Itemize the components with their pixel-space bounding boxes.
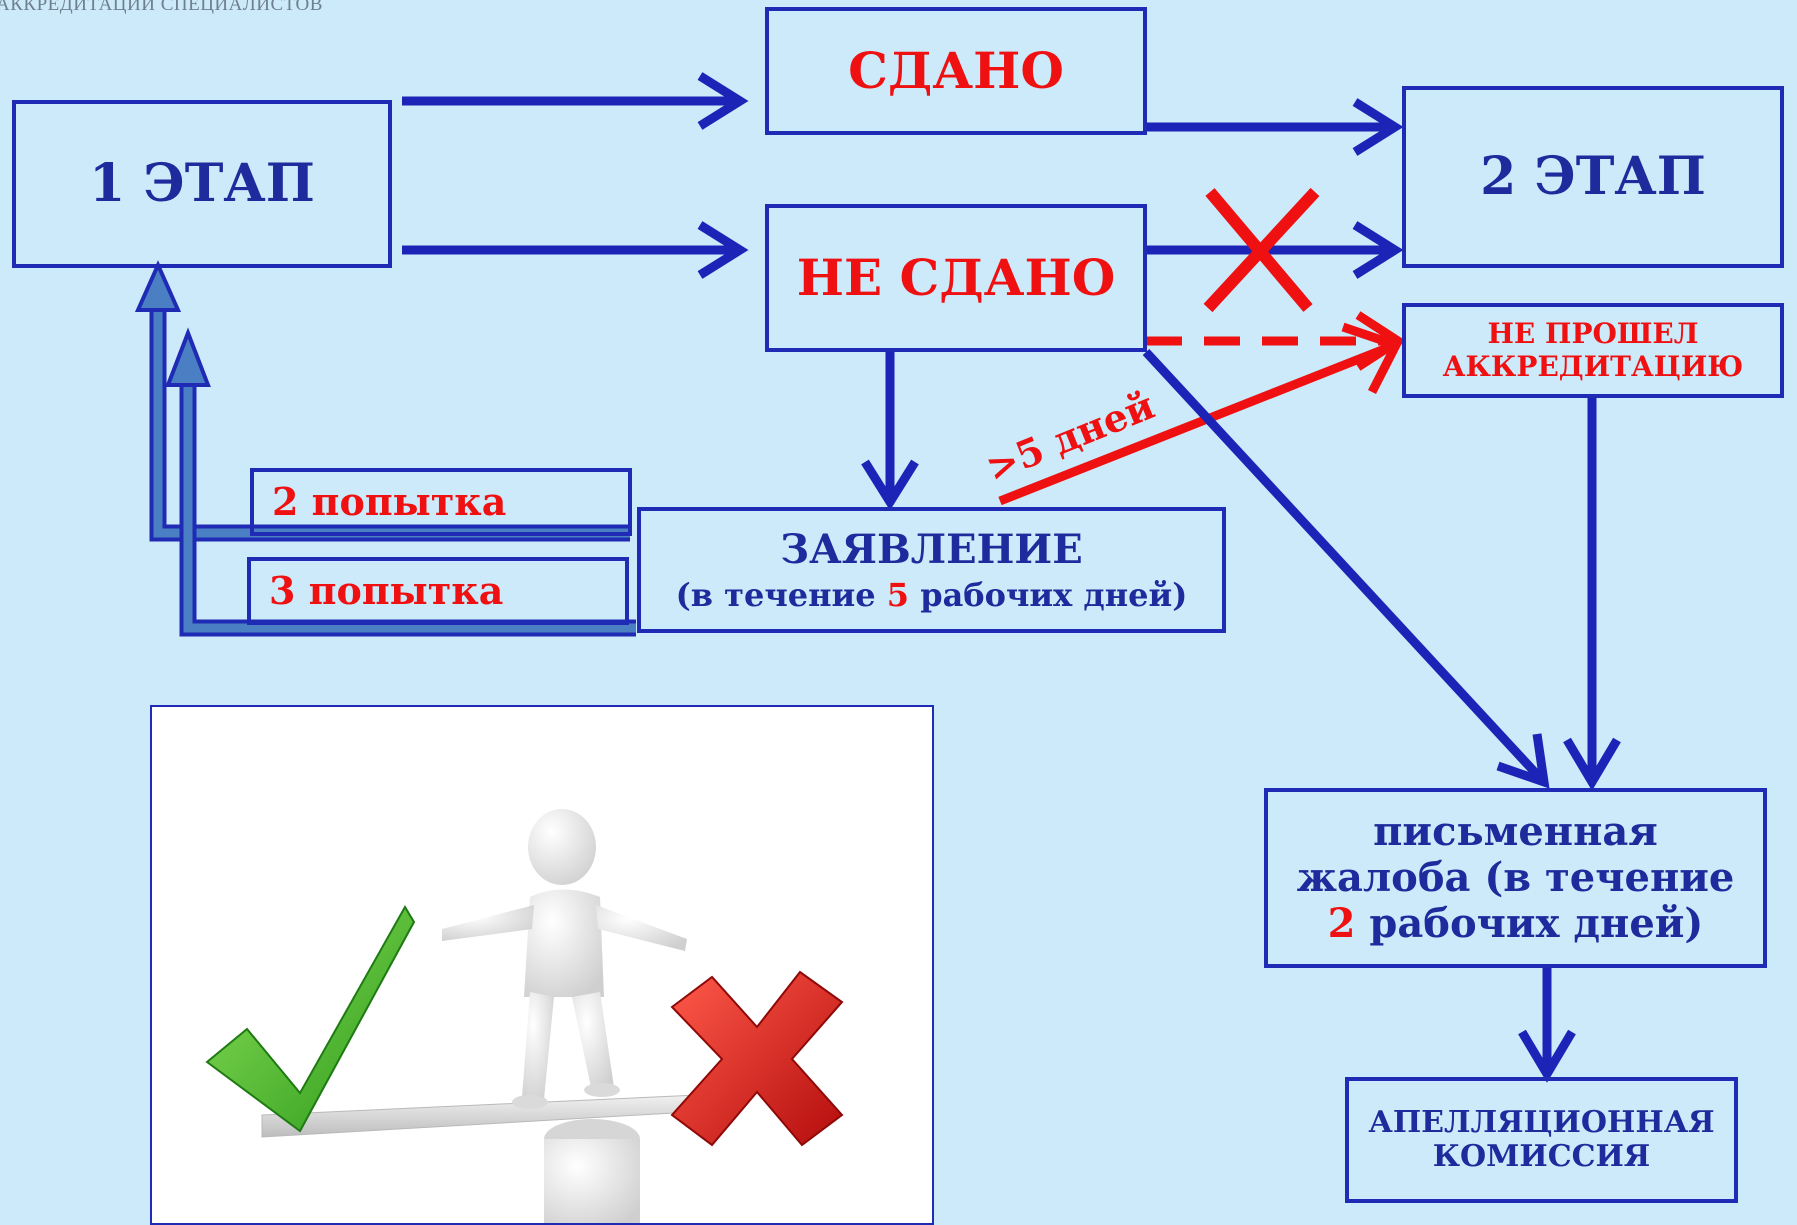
- node-attempt-3: 3 попытка: [247, 557, 629, 625]
- cross-mark-icon: [1203, 187, 1320, 313]
- balance-illustration: [150, 705, 934, 1225]
- arrow-not-passed-to-complaint: [1563, 397, 1621, 791]
- node-application-subtitle: (в течение 5 рабочих дней): [675, 575, 1188, 614]
- node-not-passed-line1: НЕ ПРОШЕЛ: [1487, 317, 1699, 351]
- node-appeal-line1: АПЕЛЛЯЦИОННАЯ: [1368, 1104, 1715, 1140]
- node-complaint-line1: письменная: [1373, 808, 1658, 855]
- arrow-stage1-to-failed: [402, 221, 749, 279]
- return-arrow-attempt-3: [165, 327, 636, 637]
- node-attempt-3-num: 3: [269, 568, 296, 614]
- node-not-passed-line2: АККРЕДИТАЦИЮ: [1442, 349, 1744, 383]
- node-application-title: ЗАЯВЛЕНИЕ: [780, 525, 1083, 573]
- node-stage2: 2 ЭТАП: [1402, 86, 1784, 268]
- node-appeal: АПЕЛЛЯЦИОННАЯ КОМИССИЯ: [1345, 1077, 1738, 1203]
- arrow-failed-to-stage2: [1146, 221, 1404, 279]
- node-application-pre: (в течение: [675, 575, 887, 614]
- node-attempt-2-label: 2 попытка: [272, 480, 506, 524]
- node-failed: НЕ СДАНО: [765, 204, 1147, 352]
- node-stage2-label: 2 ЭТАП: [1480, 146, 1706, 208]
- node-application-num: 5: [886, 575, 910, 614]
- arrow-passed-to-stage2: [1146, 98, 1404, 156]
- node-application: ЗАЯВЛЕНИЕ (в течение 5 рабочих дней): [637, 507, 1226, 633]
- node-attempt-2: 2 попытка: [250, 468, 632, 536]
- node-attempt-2-text: попытка: [298, 479, 507, 525]
- node-attempt-3-text: попытка: [295, 568, 504, 614]
- red-x-icon: [670, 970, 844, 1147]
- arrow-complaint-to-appeal: [1518, 967, 1576, 1083]
- node-complaint-line3-rest: рабочих дней): [1355, 900, 1704, 947]
- arrow-failed-to-complaint: [1142, 348, 1550, 789]
- node-attempt-3-label: 3 попытка: [269, 569, 503, 613]
- node-stage1: 1 ЭТАП: [12, 100, 392, 268]
- node-appeal-line2: КОМИССИЯ: [1432, 1139, 1651, 1174]
- arrow-stage1-to-passed: [402, 72, 749, 130]
- node-attempt-2-num: 2: [272, 479, 299, 525]
- node-complaint-line3: 2 рабочих дней): [1328, 901, 1704, 947]
- node-complaint-num: 2: [1327, 900, 1356, 947]
- node-failed-label: НЕ СДАНО: [796, 248, 1116, 308]
- node-application-post: рабочих дней): [909, 575, 1188, 614]
- node-passed-label: СДАНО: [848, 41, 1064, 101]
- node-passed: СДАНО: [765, 7, 1147, 135]
- balance-figure-image: [205, 809, 844, 1223]
- arrow-failed-to-application: [861, 352, 919, 511]
- header-title: АККРЕДИТАЦИИ СПЕЦИАЛИСТОВ: [0, 0, 323, 15]
- node-not-passed: НЕ ПРОШЕЛ АККРЕДИТАЦИЮ: [1402, 303, 1784, 398]
- check-mark-icon: [205, 905, 416, 1133]
- node-complaint: письменная жалоба (в течение 2 рабочих д…: [1264, 788, 1767, 968]
- person-figure-icon: [442, 809, 687, 1109]
- arrow-application-overdue: [998, 322, 1403, 506]
- node-stage1-label: 1 ЭТАП: [89, 153, 315, 215]
- node-complaint-line2: жалоба (в течение: [1296, 854, 1735, 901]
